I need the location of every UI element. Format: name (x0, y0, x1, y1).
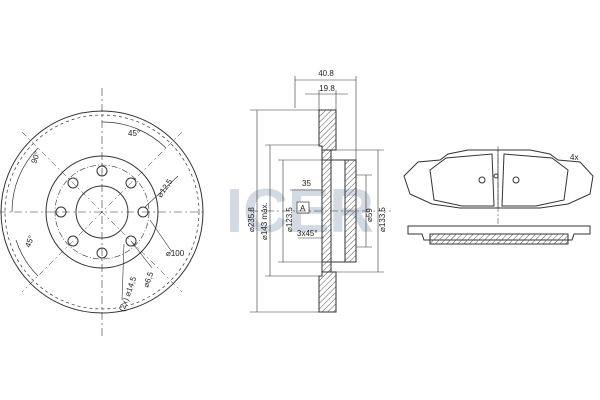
pad-rivet (512, 176, 520, 184)
label-dia-inner: ⌀133.5 (378, 207, 387, 232)
label-pad-quantity: 4x (570, 153, 578, 162)
leader-line (121, 243, 125, 301)
bolt-hole (67, 177, 79, 189)
leader-line (144, 175, 179, 208)
angle-arc-top (101, 121, 167, 149)
label-thickness-disc: 19.8 (319, 84, 335, 93)
label-angle-top: 45° (128, 129, 140, 138)
leader-line (130, 240, 153, 269)
label-dia-center: ⌀59 (365, 208, 374, 222)
label-dia-max: ⌀143 máx. (260, 202, 269, 240)
label-dia-outer: ⌀235.8 (247, 207, 256, 232)
label-hole-dia-2: ⌀100 (166, 249, 185, 258)
bolt-hole (125, 235, 137, 247)
bolt-hole (67, 235, 79, 247)
disc-front-view (0, 88, 206, 336)
datum-box (296, 201, 310, 214)
pad-rivet (493, 173, 499, 179)
label-datum: A (300, 204, 306, 213)
pad-friction-right (501, 153, 569, 207)
bolt-hole (96, 247, 108, 259)
label-dia-hub: ⌀123.5 (285, 207, 294, 232)
angle-arc-left (11, 147, 39, 213)
label-hole-dia-1: ⌀12,5 (155, 177, 174, 199)
bolt-hole (137, 206, 149, 218)
centerline-diag-2 (21, 131, 183, 293)
pad-backing-plate (403, 149, 594, 209)
label-chamfer: 3x45° (297, 229, 318, 238)
label-thickness-total: 40.8 (318, 69, 334, 78)
bolt-hole (55, 206, 67, 218)
label-angle-left: 90° (29, 150, 42, 164)
bolt-hole (96, 165, 108, 177)
section-hatch-lower (318, 271, 337, 313)
brake-pad-drawing (403, 146, 594, 245)
pad-friction-left (429, 153, 495, 207)
bolt-hole (125, 177, 137, 189)
section-hatch-upper (318, 109, 337, 151)
label-hub-height: 35 (302, 179, 311, 188)
angle-arc-bottom-left (15, 239, 39, 277)
pad-rivet (478, 176, 486, 184)
leader-line (149, 219, 173, 253)
disc-section-view (250, 76, 392, 313)
label-hole-dia-3: ⌀6,5 (141, 270, 155, 289)
label-angle-bottom-left: 45° (23, 234, 36, 248)
pad-side-friction (429, 233, 569, 245)
